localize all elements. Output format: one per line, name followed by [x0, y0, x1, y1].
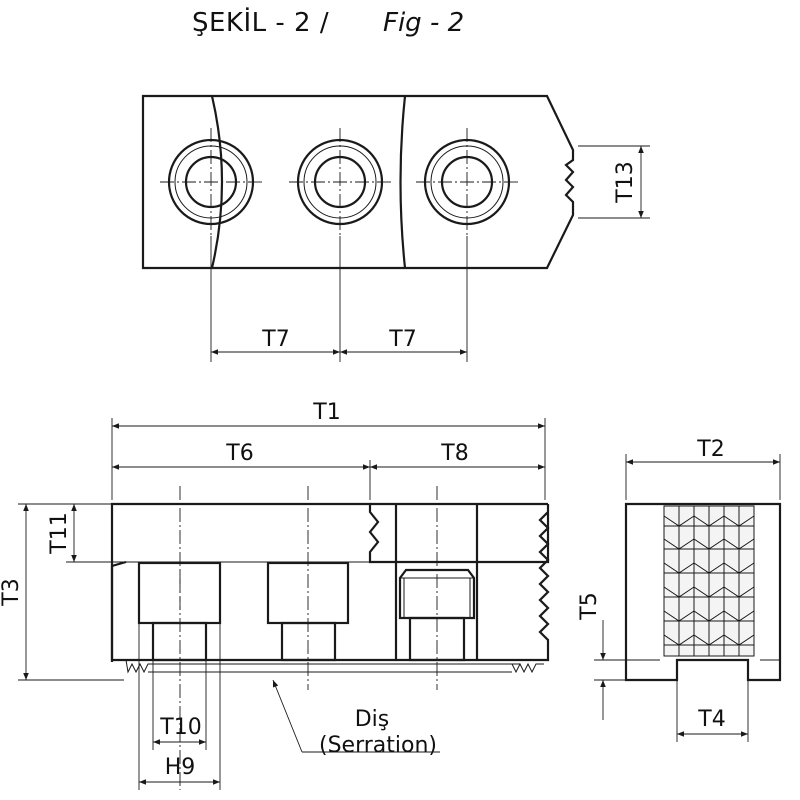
- dim-label-t10: T10: [159, 715, 201, 740]
- dim-label-t4: T4: [697, 707, 725, 732]
- front-view: T1 T6 T8 T11 T3 T10: [0, 400, 550, 790]
- dim-label-t8: T8: [440, 441, 468, 466]
- dim-label-t6: T6: [225, 441, 253, 466]
- front-view-outline: [110, 502, 550, 662]
- serration-strip: [125, 659, 544, 674]
- callout-leader: [272, 679, 303, 753]
- dim-label-t5: T5: [577, 592, 602, 620]
- side-view: T2 T5 T4: [577, 437, 782, 742]
- dim-label-t13: T13: [613, 161, 638, 203]
- bolt-hole-right: [416, 128, 518, 236]
- pocket-1: [137, 561, 222, 625]
- bolt-hole-middle: [289, 128, 391, 236]
- bolt-hole-left: [160, 128, 262, 236]
- dim-label-t7-right: T7: [388, 327, 416, 352]
- break-line-right: [399, 95, 407, 269]
- bolt-shank-2: [280, 621, 337, 662]
- dim-label-t1: T1: [312, 400, 340, 425]
- serration-teeth-grid: [663, 505, 755, 657]
- dim-label-t11: T11: [47, 512, 72, 554]
- dim-label-t3: T3: [0, 578, 24, 606]
- dim-label-t2: T2: [696, 437, 724, 462]
- figure-title: ŞEKİL - 2 /: [192, 8, 330, 38]
- dim-label-t9: H9: [165, 755, 196, 780]
- bolt-shank-1: [151, 621, 208, 662]
- dim-label-t7-left: T7: [261, 327, 289, 352]
- top-view-outline: [141, 94, 575, 270]
- side-view-outline: [624, 502, 782, 682]
- top-view: T7 T7 T13: [141, 94, 650, 362]
- callout-label-tr: Diş: [355, 707, 390, 732]
- figure-subtitle: Fig - 2: [383, 8, 465, 38]
- callout-label-en: (Serration): [319, 733, 437, 758]
